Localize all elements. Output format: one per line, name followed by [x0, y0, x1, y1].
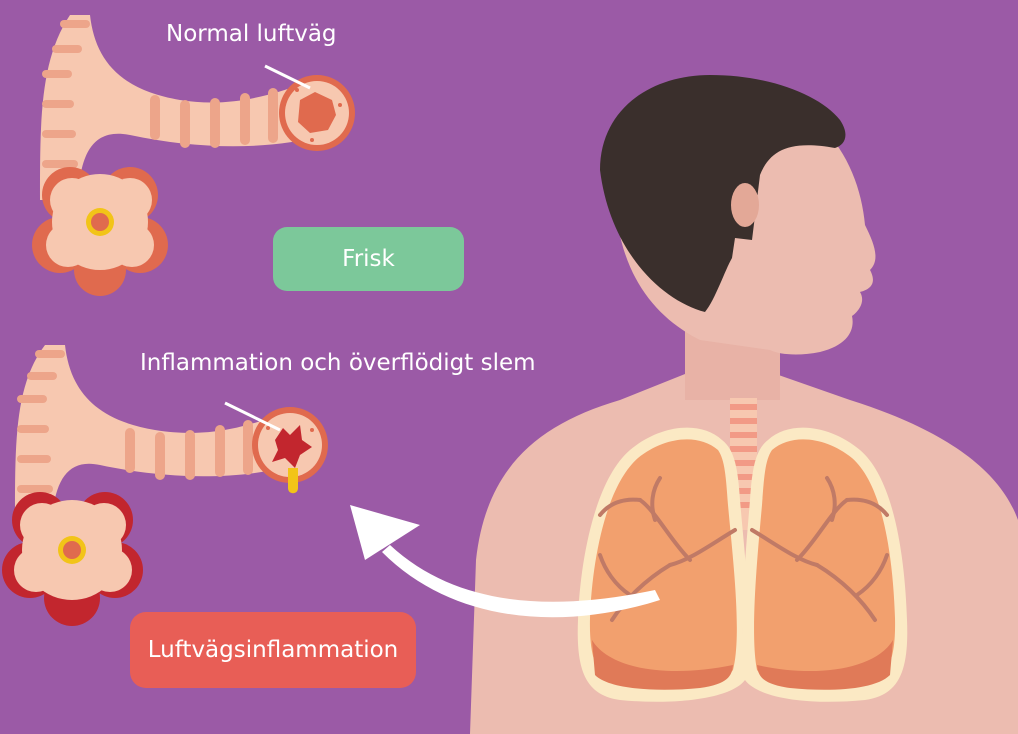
normal-airway-label: Normal luftväg [166, 21, 337, 47]
inflamed-airway-icon [2, 345, 328, 626]
normal-cross-section [279, 75, 355, 151]
ear [731, 183, 759, 227]
normal-alveoli [32, 167, 168, 296]
inflamed-alveoli [2, 492, 143, 626]
inflammation-badge: Luftvägsinflammation [130, 612, 416, 688]
inflamed-cross-section [252, 407, 328, 493]
healthy-badge: Frisk [273, 227, 464, 291]
inflamed-airway-label: Inflammation och överflödigt slem [140, 350, 536, 376]
